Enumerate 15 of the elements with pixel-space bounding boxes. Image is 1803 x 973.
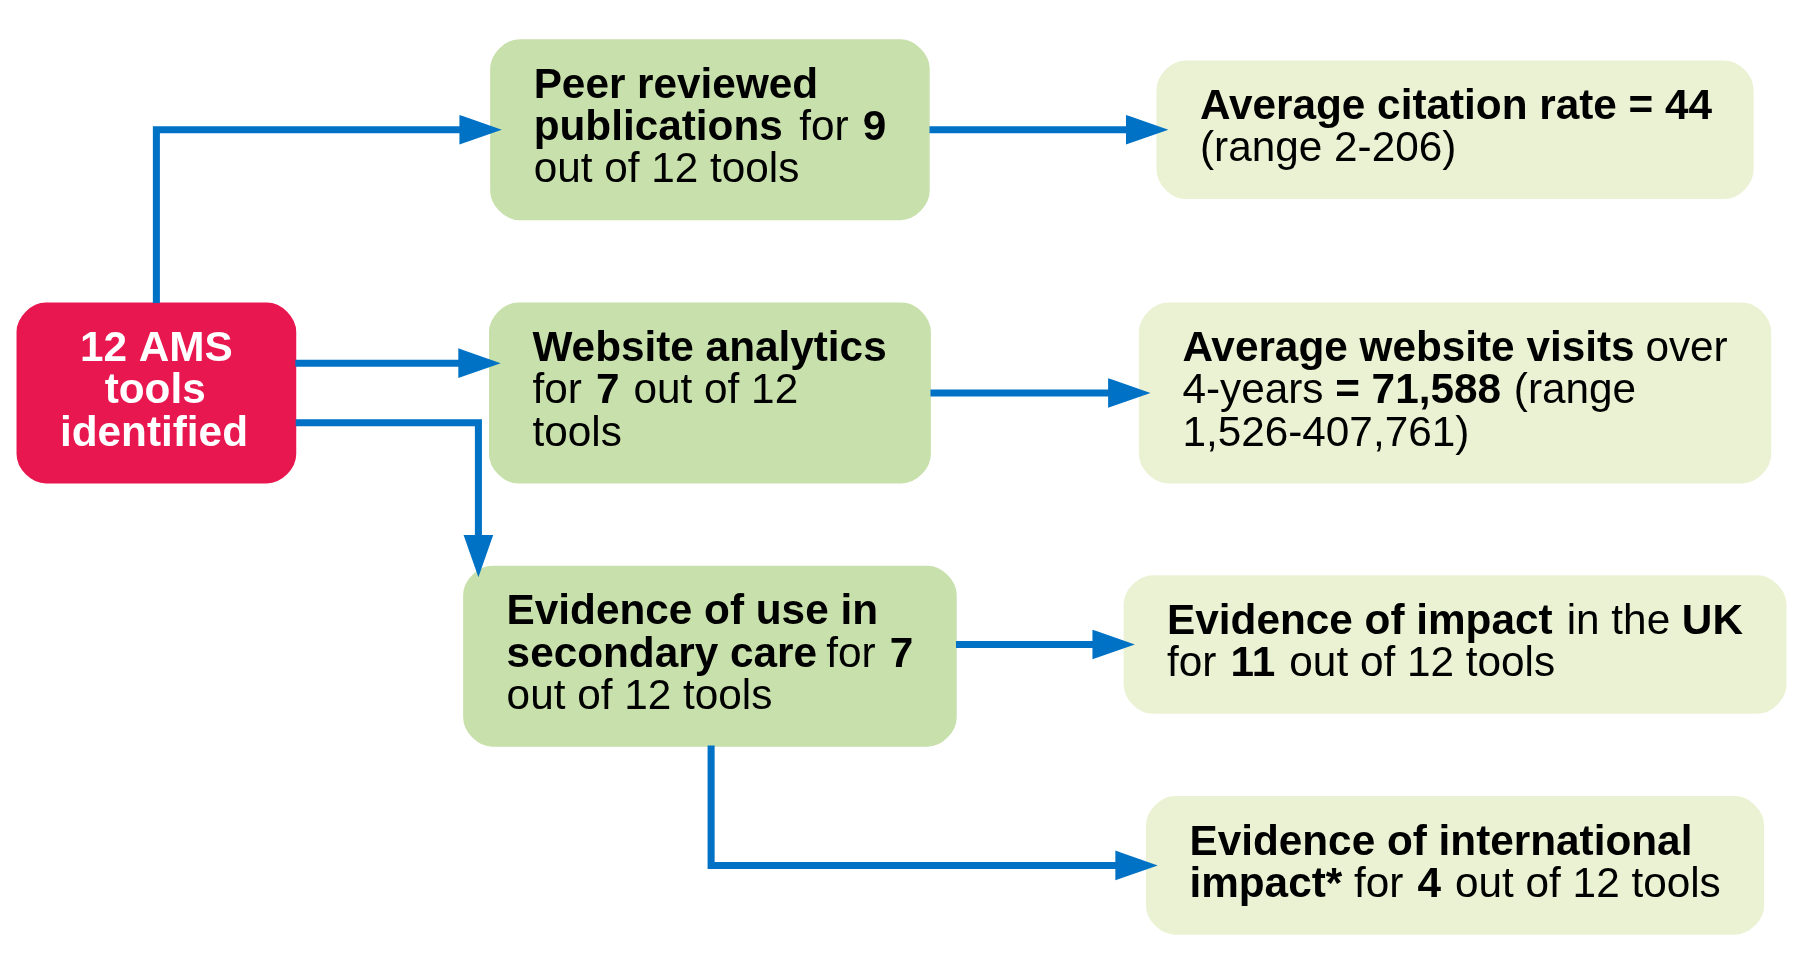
arrow	[707, 745, 1158, 880]
arrow	[295, 418, 494, 577]
node-box: Evidence of international impact* for 4 out of 12 tools	[1145, 795, 1765, 935]
node-box: Evidence of use in secondary care for 7 out of 12 tools	[463, 565, 957, 747]
arrow	[930, 377, 1151, 408]
node-box: Average website visits over 4-years = 71,588 (range 1,526-407,761)	[1138, 302, 1772, 483]
arrow	[956, 629, 1135, 659]
node-box: Website analytics for 7 out of 12 tools	[489, 302, 931, 483]
node-box: Average citation rate = 44 (range 2-206)	[1156, 59, 1754, 199]
arrow	[929, 114, 1169, 145]
node-box: 12 AMS tools identified	[16, 302, 297, 483]
node-box: Peer reviewed publications for 9 out of 12 tools	[490, 38, 930, 220]
node-box: Evidence of impact in the UK for 11 out of 12 tools	[1123, 574, 1787, 714]
arrow	[152, 114, 502, 303]
arrow	[295, 347, 501, 378]
